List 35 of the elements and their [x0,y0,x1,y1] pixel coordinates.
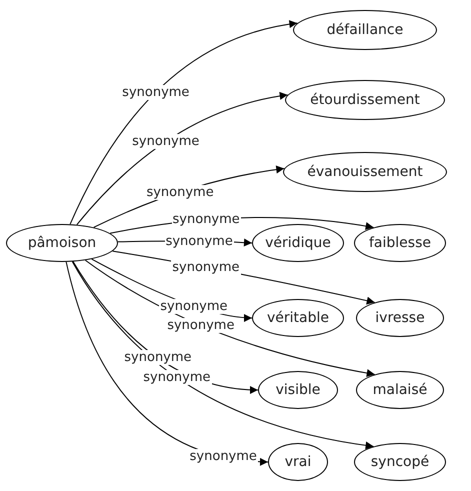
ellipse-node [354,443,446,481]
edge-label: synonyme [159,298,229,314]
ellipse-node [285,80,445,120]
arrow [76,92,288,226]
node-label: pâmoison [28,235,96,251]
arrow [70,20,298,225]
node-label: véritable [266,310,329,326]
edge-label: synonyme [166,318,236,333]
node-label: faiblesse [369,235,431,251]
ellipse-node [356,299,444,337]
node-label: vrai [284,454,312,470]
node-label: malaisé [372,382,428,398]
node-label: évanouissement [307,164,423,180]
node-label: étourdissement [310,92,420,108]
edge-label: synonyme [171,260,241,275]
node-label: visible [276,382,320,398]
edge-label: synonyme [145,184,215,200]
ellipse-node [6,224,118,262]
edge-label: synonyme [131,134,200,150]
node-label: ivresse [375,310,425,326]
edge-label: synonyme [123,350,193,366]
edge-label: synonyme [142,370,212,385]
node-label: syncopé [370,454,430,470]
ellipse-node [258,371,338,409]
ellipse-node [283,152,447,192]
node-label: véridique [265,235,331,251]
ellipse-node [356,371,444,409]
ellipse-node [252,299,344,337]
edge-label: synonyme [121,84,190,100]
ellipse-node [354,224,446,262]
ellipse-node [268,443,328,481]
ellipse-node [252,224,344,262]
ellipse-node [293,10,437,50]
node-label: défaillance [326,22,404,38]
edge-label: synonyme [188,449,258,464]
